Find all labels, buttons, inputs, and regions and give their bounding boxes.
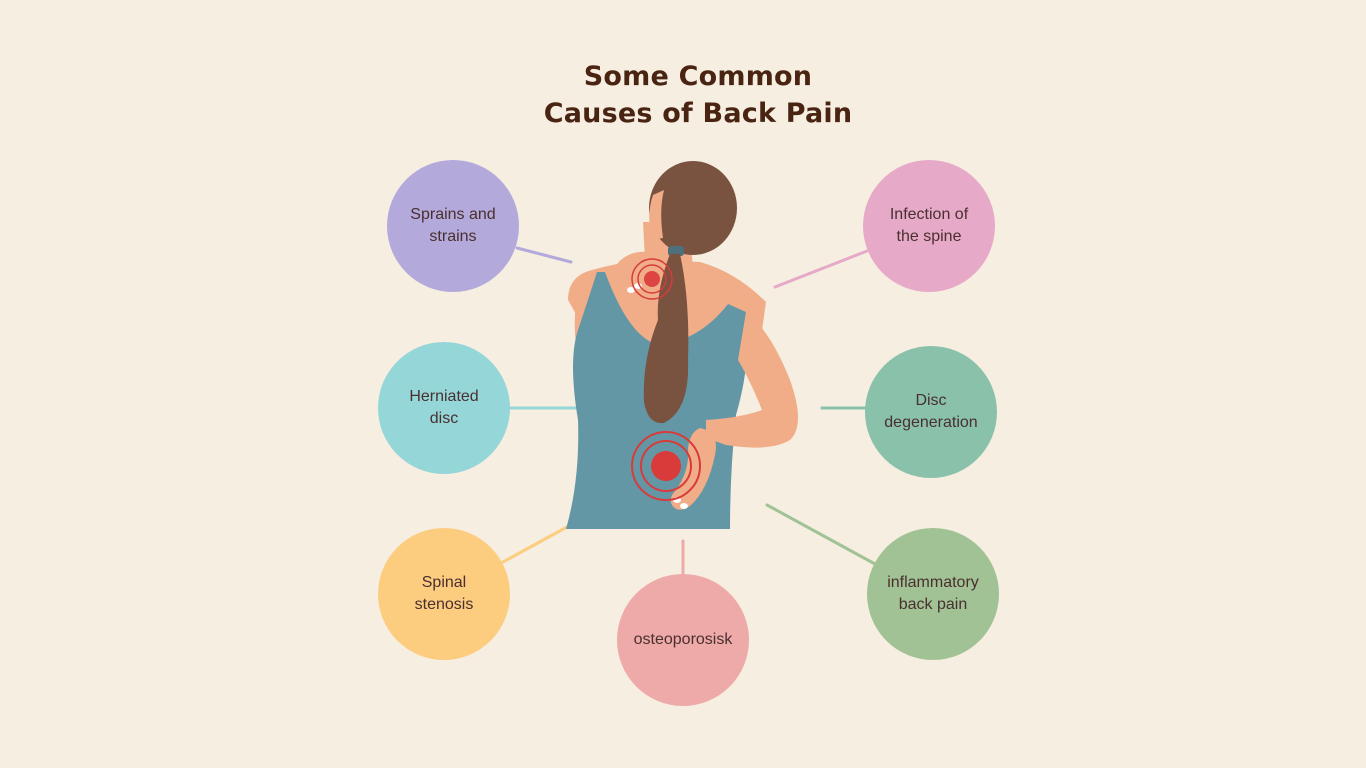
cause-herniated-disc: Herniated disc [378, 342, 510, 474]
cause-label-line-2: back pain [898, 596, 968, 613]
cause-label-line-2: degeneration [884, 414, 978, 431]
lower-back-hand [670, 428, 716, 510]
cause-infection-spine: Infection of the spine [863, 160, 995, 292]
connector-stenosis [501, 525, 569, 564]
cause-label-line-1: Infection of [889, 206, 969, 223]
connector-sprains [515, 246, 573, 264]
cause-label-line-1: osteoporosisk [633, 631, 733, 648]
cause-label-line-1: Sprains and [410, 206, 496, 223]
cause-label-line-1: Disc [915, 392, 947, 409]
cause-label-line-1: Herniated [409, 388, 479, 405]
cause-label-line-1: Spinal [421, 574, 467, 591]
ponytail [643, 254, 689, 424]
cause-label-line-1: inflammatory [887, 574, 979, 591]
hair-tie [668, 246, 684, 256]
connector-inflammatory [765, 503, 877, 566]
face-edge [649, 190, 664, 240]
cause-sprains-strains: Sprains and strains [387, 160, 519, 292]
title-line-2: Causes of Back Pain [543, 98, 853, 129]
pain-target-icon [631, 258, 673, 300]
cause-label-line-2: strains [429, 228, 477, 245]
cause-label-line-2: the spine [896, 228, 962, 245]
cause-disc-degeneration: Disc degeneration [865, 346, 997, 478]
pain-target-icon [631, 431, 701, 501]
cause-osteoporosis: osteoporosisk [617, 574, 749, 706]
cause-label-line-2: stenosis [414, 596, 474, 613]
cause-label-line-2: disc [429, 410, 459, 427]
bent-arm [706, 312, 798, 448]
title-line-1: Some Common [583, 61, 813, 92]
head [649, 161, 737, 255]
page-title: Some Common Causes of Back Pain [433, 58, 963, 132]
woman-figure [566, 161, 798, 529]
connector-infection [773, 249, 869, 289]
cause-inflammatory-back-pain: inflammatory back pain [867, 528, 999, 660]
cause-spinal-stenosis: Spinal stenosis [378, 528, 510, 660]
